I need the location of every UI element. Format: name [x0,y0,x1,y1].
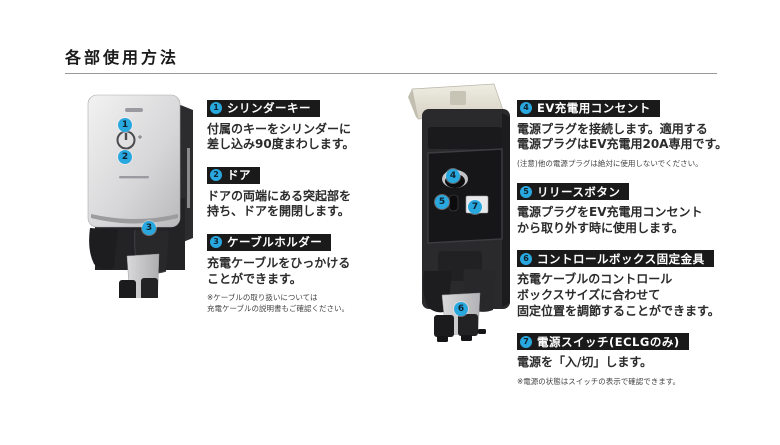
figure-marker-3: 3 [142,221,156,235]
figure-marker-4: 4 [446,169,460,183]
number-badge-4: 4 [520,102,532,114]
callout-label: 5 リリースボタン [517,183,630,201]
callout-body: 付属のキーをシリンダーに 差し込み90度まわします。 [207,121,355,152]
figure-charging-stand-closed: 1 2 3 [75,88,205,298]
callout-body: 充電ケーブルのコントロール ボックスサイズに合わせて 固定位置を調節することがで… [517,272,720,318]
number-badge-2: 2 [210,169,222,182]
title-divider [65,73,717,74]
callout-label: 1 シリンダーキー [207,99,320,117]
callout-note: ※ケーブルの取り扱いについては 充電ケーブルの説明書もご確認ください。 [207,293,350,313]
callout-column-right: 4 EV充電用コンセント 電源プラグを接続します。適用する 電源プラグはEV充電… [517,95,739,397]
callout-label: 6 コントロールボックス固定金具 [517,250,714,268]
callout-body: 電源を「入/切」します。 [517,355,653,370]
callout-power-switch: 7 電源スイッチ(ECLGのみ) 電源を「入/切」します。 ※電源の状態はスイッ… [517,329,739,388]
number-badge-7: 7 [520,335,532,348]
callout-body: 充電ケーブルをひっかける ことができます。 [207,255,351,286]
figure-marker-1: 1 [118,118,132,132]
number-badge-3: 3 [210,236,222,249]
number-badge-5: 5 [520,185,532,198]
callout-label: 4 EV充電用コンセント [517,99,660,117]
charging-stand-closed-illustration [87,94,193,298]
callout-note: (注意)他の電源プラグは絶対に使用しないでください。 [517,159,703,169]
callout-release-button: 5 リリースボタン 電源プラグをEV充電用コンセント から取り外す時に使用します… [517,179,739,237]
callout-control-box-bracket: 6 コントロールボックス固定金具 充電ケーブルのコントロール ボックスサイズに合… [517,246,739,320]
page-title: 各部使用方法 [65,48,180,67]
callout-title: ドア [227,168,251,183]
callout-body: 電源プラグをEV充電用コンセント から取り外す時に使用します。 [517,205,703,235]
callout-cylinder-key: 1 シリンダーキー 付属のキーをシリンダーに 差し込み90度まわします。 [207,95,359,153]
number-badge-1: 1 [210,102,222,114]
callout-label: 7 電源スイッチ(ECLGのみ) [517,333,689,351]
callout-title: シリンダーキー [227,101,311,115]
figure-charging-stand-open: 4 5 7 6 [398,83,523,348]
figure-marker-7: 7 [468,200,482,214]
callout-title: 電源スイッチ(ECLGのみ) [537,334,680,349]
callout-cable-holder: 3 ケーブルホルダー 充電ケーブルをひっかける ことができます。 ※ケーブルの取… [207,229,359,314]
figure-marker-2: 2 [118,150,132,164]
callout-label: 2 ドア [207,166,260,184]
callout-door: 2 ドア ドアの両端にある突起部を 持ち、ドアを開閉します。 [207,162,359,220]
callout-title: EV充電用コンセント [537,101,651,115]
number-badge-6: 6 [520,252,532,265]
callout-body: ドアの両端にある突起部を 持ち、ドアを開閉します。 [207,188,352,219]
figure-marker-6: 6 [454,302,468,316]
callout-label: 3 ケーブルホルダー [207,233,332,251]
callout-title: リリースボタン [537,184,621,199]
callout-ev-outlet: 4 EV充電用コンセント 電源プラグを接続します。適用する 電源プラグはEV充電… [517,95,739,170]
callout-note: ※電源の状態はスイッチの表示で確認できます。 [517,377,681,387]
callout-title: ケーブルホルダー [227,235,323,250]
callout-title: コントロールボックス固定金具 [537,251,705,266]
figure-marker-5: 5 [435,195,449,209]
callout-body: 電源プラグを接続します。適用する 電源プラグはEV充電用20A専用です。 [517,121,728,152]
callout-column-left: 1 シリンダーキー 付属のキーをシリンダーに 差し込み90度まわします。 2 ド… [207,95,359,323]
